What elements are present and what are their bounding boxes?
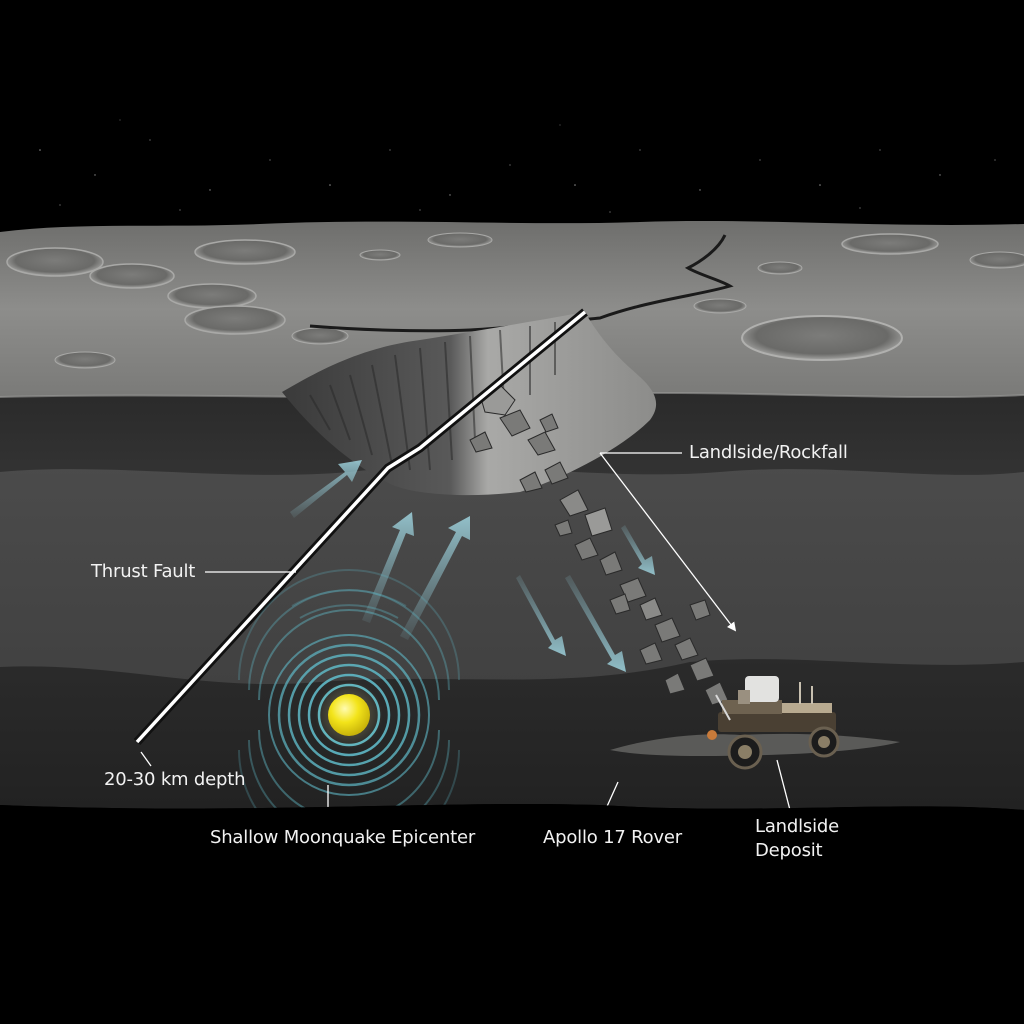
- leader-landslide-arrow: [599, 452, 737, 632]
- label-deposit: Landlside Deposit: [755, 815, 839, 863]
- craters: [6, 232, 1024, 369]
- stars: [39, 119, 996, 213]
- label-landslide-rockfall: Landlside/Rockfall: [689, 442, 848, 463]
- label-deposit-line2: Deposit: [755, 840, 823, 861]
- label-epicenter: Shallow Moonquake Epicenter: [210, 827, 476, 848]
- label-thrust-fault: Thrust Fault: [91, 561, 196, 582]
- label-deposit-line1: Landlside: [755, 816, 839, 837]
- foreground-base: [0, 803, 1024, 1024]
- arrow-down-1: [516, 575, 566, 656]
- arrow-up-left: [290, 460, 362, 518]
- seismic-arrows: [290, 460, 655, 672]
- leader-lines: [140, 452, 791, 823]
- label-depth: 20-30 km depth: [104, 769, 246, 790]
- surface-crack: [309, 234, 734, 333]
- mid-layer: [0, 465, 1024, 685]
- arrow-down-3: [621, 525, 655, 575]
- epicenter-icon: [328, 694, 370, 736]
- thrust-fault: [133, 308, 588, 746]
- arrow-up-2: [400, 516, 470, 640]
- apollo-17-rover: [707, 676, 840, 770]
- label-rover: Apollo 17 Rover: [543, 827, 682, 848]
- rockfall-debris: [469, 384, 729, 706]
- arrow-up-1: [362, 512, 414, 623]
- arrow-down-2: [565, 575, 626, 672]
- leader-deposit: [776, 759, 791, 811]
- leader-depth: [140, 751, 152, 767]
